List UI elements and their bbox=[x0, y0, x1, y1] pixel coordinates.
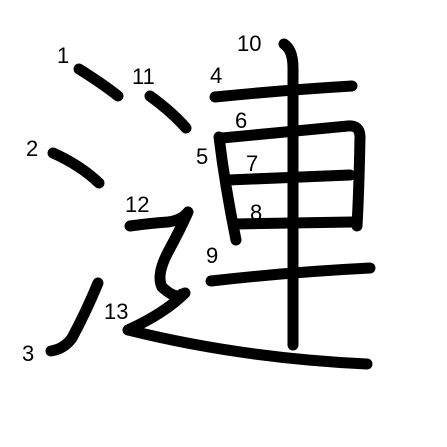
stroke-number-2: 2 bbox=[26, 136, 38, 161]
stroke-number-8: 8 bbox=[250, 200, 262, 225]
stroke-6 bbox=[216, 120, 366, 232]
stroke-number-11: 11 bbox=[132, 64, 155, 89]
stroke-11 bbox=[144, 90, 192, 134]
stroke-number-12: 12 bbox=[125, 192, 149, 217]
stroke-2 bbox=[47, 147, 105, 189]
stroke-number-7: 7 bbox=[246, 151, 258, 176]
stroke-number-3: 3 bbox=[22, 341, 34, 366]
stroke-number-9: 9 bbox=[206, 243, 218, 268]
stroke-number-4: 4 bbox=[210, 63, 222, 88]
stroke-3 bbox=[45, 277, 104, 357]
stroke-4 bbox=[209, 80, 358, 103]
stroke-1 bbox=[73, 63, 124, 102]
stroke-numbers: 1 2 3 4 5 6 7 8 9 10 11 12 13 bbox=[22, 31, 262, 366]
stroke-number-1: 1 bbox=[57, 43, 69, 68]
stroke-10 bbox=[278, 38, 299, 351]
stroke-number-10: 10 bbox=[237, 31, 261, 56]
stroke-13 bbox=[122, 287, 373, 370]
stroke-number-6: 6 bbox=[235, 108, 247, 133]
stroke-number-13: 13 bbox=[104, 299, 128, 324]
stroke-paths bbox=[45, 38, 376, 370]
stroke-12 bbox=[124, 206, 194, 302]
stroke-number-5: 5 bbox=[196, 144, 208, 169]
